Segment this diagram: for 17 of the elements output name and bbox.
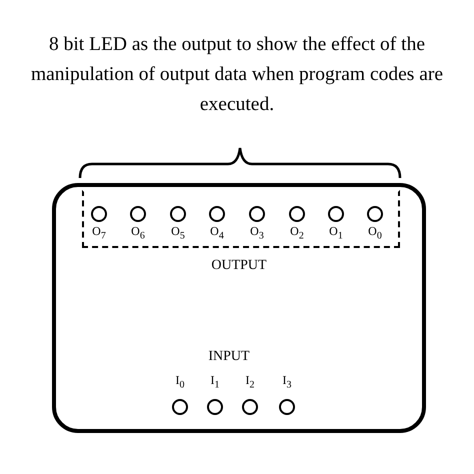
led-label: I$_{1}$ [210, 374, 220, 392]
group-label: INPUT [207, 349, 251, 365]
note-text: 8 bit LED as the output to show the effect of the manipulation of output data when program codes are executed. [30, 33, 444, 117]
led-label: O$_{5}$ [171, 225, 185, 242]
led-label: O$_{3}$ [250, 225, 264, 242]
led-label: O$_{0}$ [368, 225, 382, 242]
led-label: O$_{7}$ [92, 225, 106, 242]
device-board [52, 183, 426, 433]
led-label: I$_{3}$ [282, 374, 292, 392]
led-label: I$_{0}$ [176, 374, 184, 392]
group-label: OUTPUT [210, 258, 268, 274]
led-label: O$_{1}$ [329, 225, 343, 242]
led-label: O$_{6}$ [131, 225, 145, 242]
led-label: O$_{2}$ [290, 225, 304, 242]
led-label: I$_{2}$ [246, 374, 254, 392]
dashed-group-outline [82, 190, 400, 248]
led-label: O$_{4}$ [210, 225, 224, 242]
